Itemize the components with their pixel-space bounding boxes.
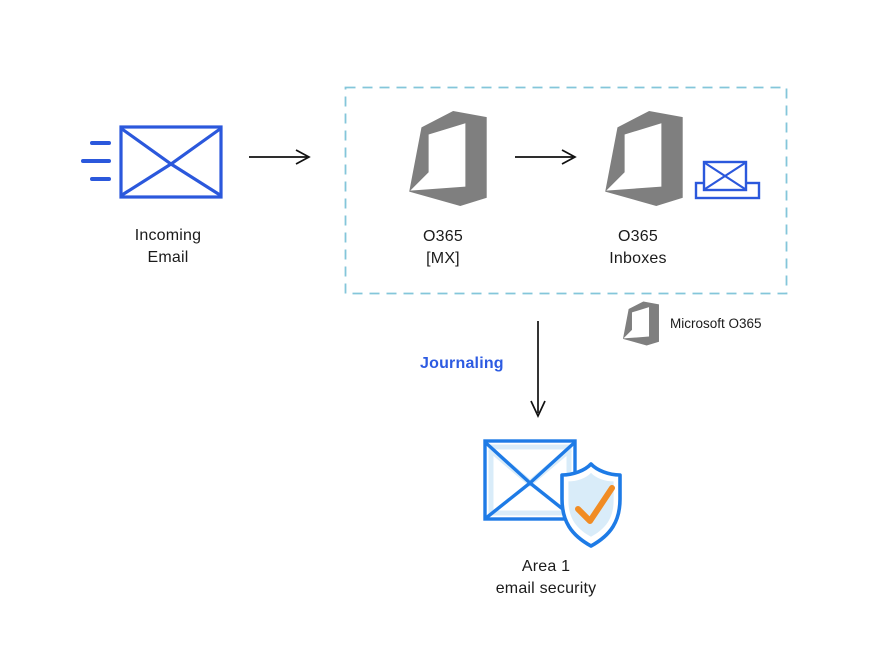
o365-mx-label-line1: O365 <box>423 228 463 245</box>
shield-check-icon <box>560 462 622 548</box>
incoming-email-label-line1: Incoming <box>134 227 202 244</box>
o365-mx-label-line2: [MX] <box>426 250 460 267</box>
arrow-right-icon <box>515 149 577 165</box>
legend-label: Microsoft O365 <box>670 315 762 331</box>
area1-label-line2: email security <box>495 580 597 597</box>
inbox-tray-icon <box>694 160 761 200</box>
arrow-down-icon <box>530 321 546 419</box>
area1-label-line1: Area 1 <box>521 558 571 575</box>
arrow-right-icon <box>249 149 311 165</box>
o365-inboxes-label-line2: Inboxes <box>609 250 667 267</box>
office365-logo <box>622 301 659 346</box>
incoming-email-icon <box>119 125 223 199</box>
speed-lines-icon <box>81 141 113 181</box>
o365-inboxes-label: O365 Inboxes <box>577 226 699 270</box>
o365-inboxes-label-line1: O365 <box>618 228 658 245</box>
o365-mx-label: O365 [MX] <box>393 226 493 270</box>
o365-boundary-box <box>344 86 788 295</box>
incoming-email-label-line2: Email <box>147 249 189 266</box>
legend: Microsoft O365 <box>622 300 762 346</box>
office365-logo <box>603 110 683 207</box>
office365-logo <box>407 110 487 207</box>
area1-label: Area 1 email security <box>480 556 612 600</box>
journaling-label: Journaling <box>420 355 504 372</box>
incoming-email-label: Incoming Email <box>103 225 233 269</box>
